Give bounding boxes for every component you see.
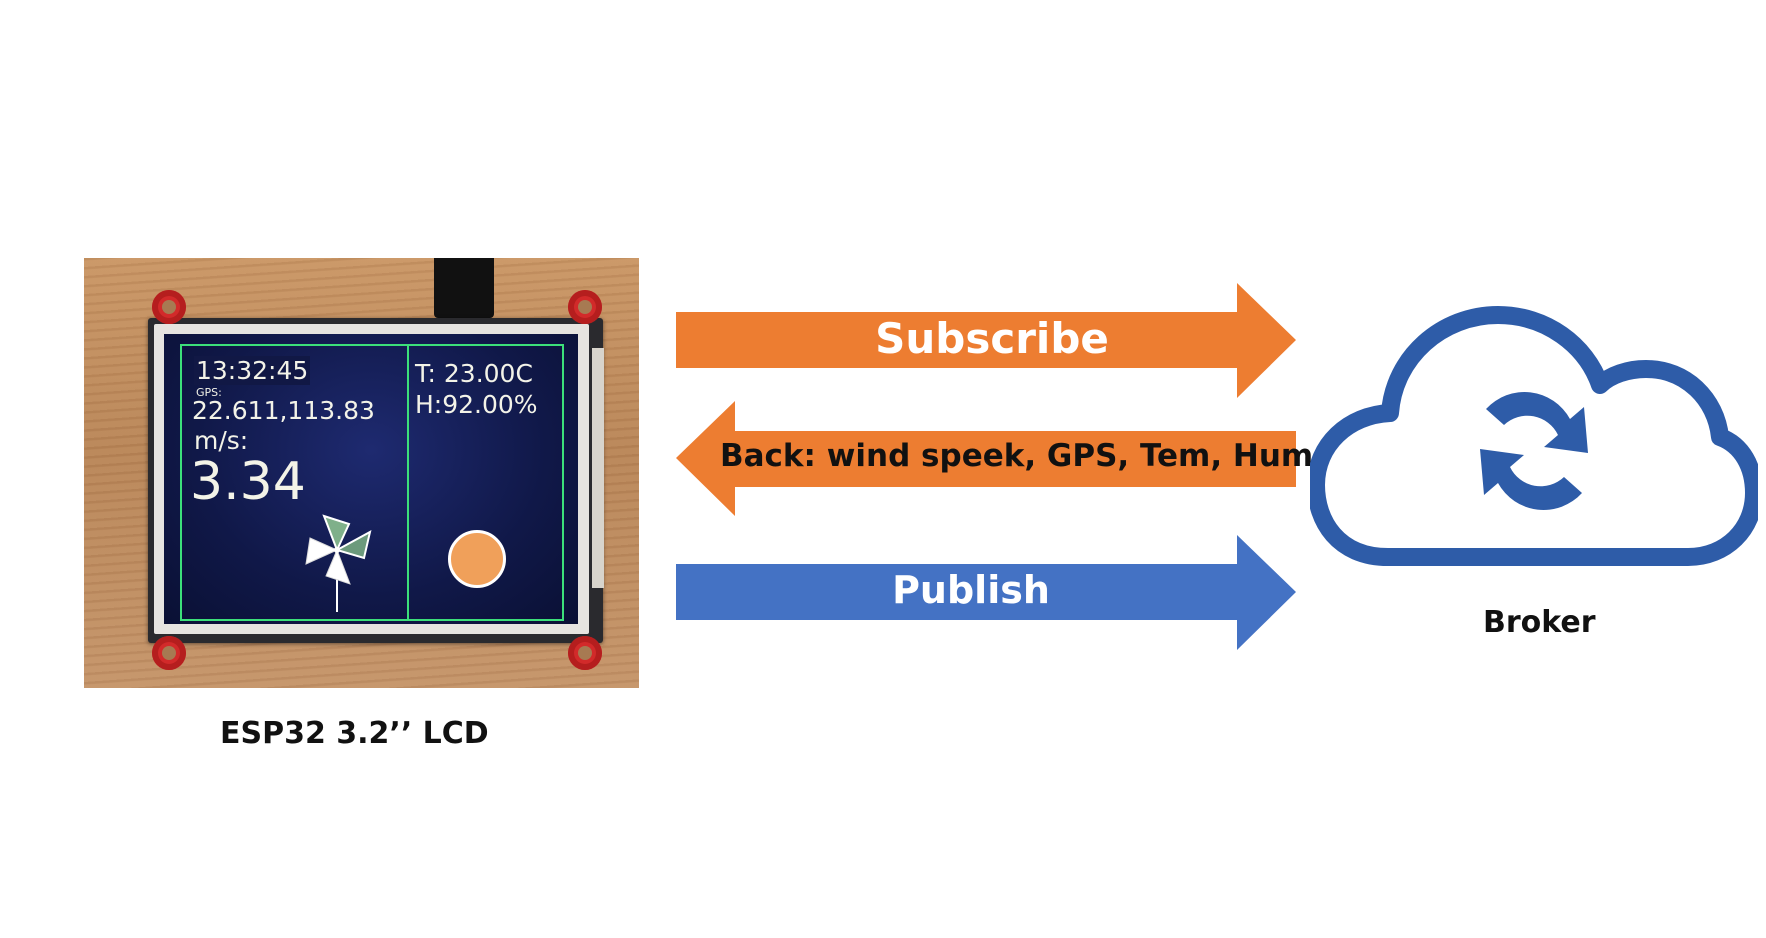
lcd-temperature: T: 23.00C [415, 359, 533, 388]
status-indicator [448, 530, 506, 588]
usb-cable [434, 258, 494, 318]
publish-label: Publish [892, 568, 1050, 612]
lcd-screen: 13:32:45 GPS: 22.611,113.83 m/s: 3.34 T:… [164, 334, 578, 624]
lcd-humidity: H:92.00% [415, 390, 538, 419]
subscribe-label: Subscribe [875, 314, 1109, 363]
subscribe-arrow [676, 283, 1296, 398]
lcd-divider [407, 344, 409, 621]
device-caption: ESP32 3.2’’ LCD [220, 716, 489, 751]
mount-hole [152, 290, 186, 324]
cloud-sync-icon [1310, 306, 1758, 566]
lcd-time: 13:32:45 [194, 356, 311, 385]
sync-icon [1480, 392, 1588, 510]
lcd-frame [180, 344, 564, 621]
lcd-gps: 22.611,113.83 [192, 396, 375, 425]
lcd-speed: 3.34 [190, 452, 306, 512]
device-photo: 13:32:45 GPS: 22.611,113.83 m/s: 3.34 T:… [84, 258, 639, 688]
back-label: Back: wind speek, GPS, Tem, Hum [720, 438, 1314, 474]
mount-hole [568, 290, 602, 324]
mount-hole [568, 636, 602, 670]
lcd-gps-label: GPS: [196, 386, 222, 399]
publish-arrow [676, 535, 1296, 650]
sync-arrow-top [1486, 392, 1588, 453]
sync-arrow-bottom [1480, 449, 1582, 510]
broker-caption: Broker [1483, 605, 1596, 640]
mount-hole [152, 636, 186, 670]
pinwheel-icon [305, 514, 372, 612]
pcb-edge [592, 348, 604, 588]
back-arrow [676, 401, 1296, 516]
cloud-outline [1310, 306, 1758, 566]
lcd-speed-unit: m/s: [194, 426, 249, 455]
